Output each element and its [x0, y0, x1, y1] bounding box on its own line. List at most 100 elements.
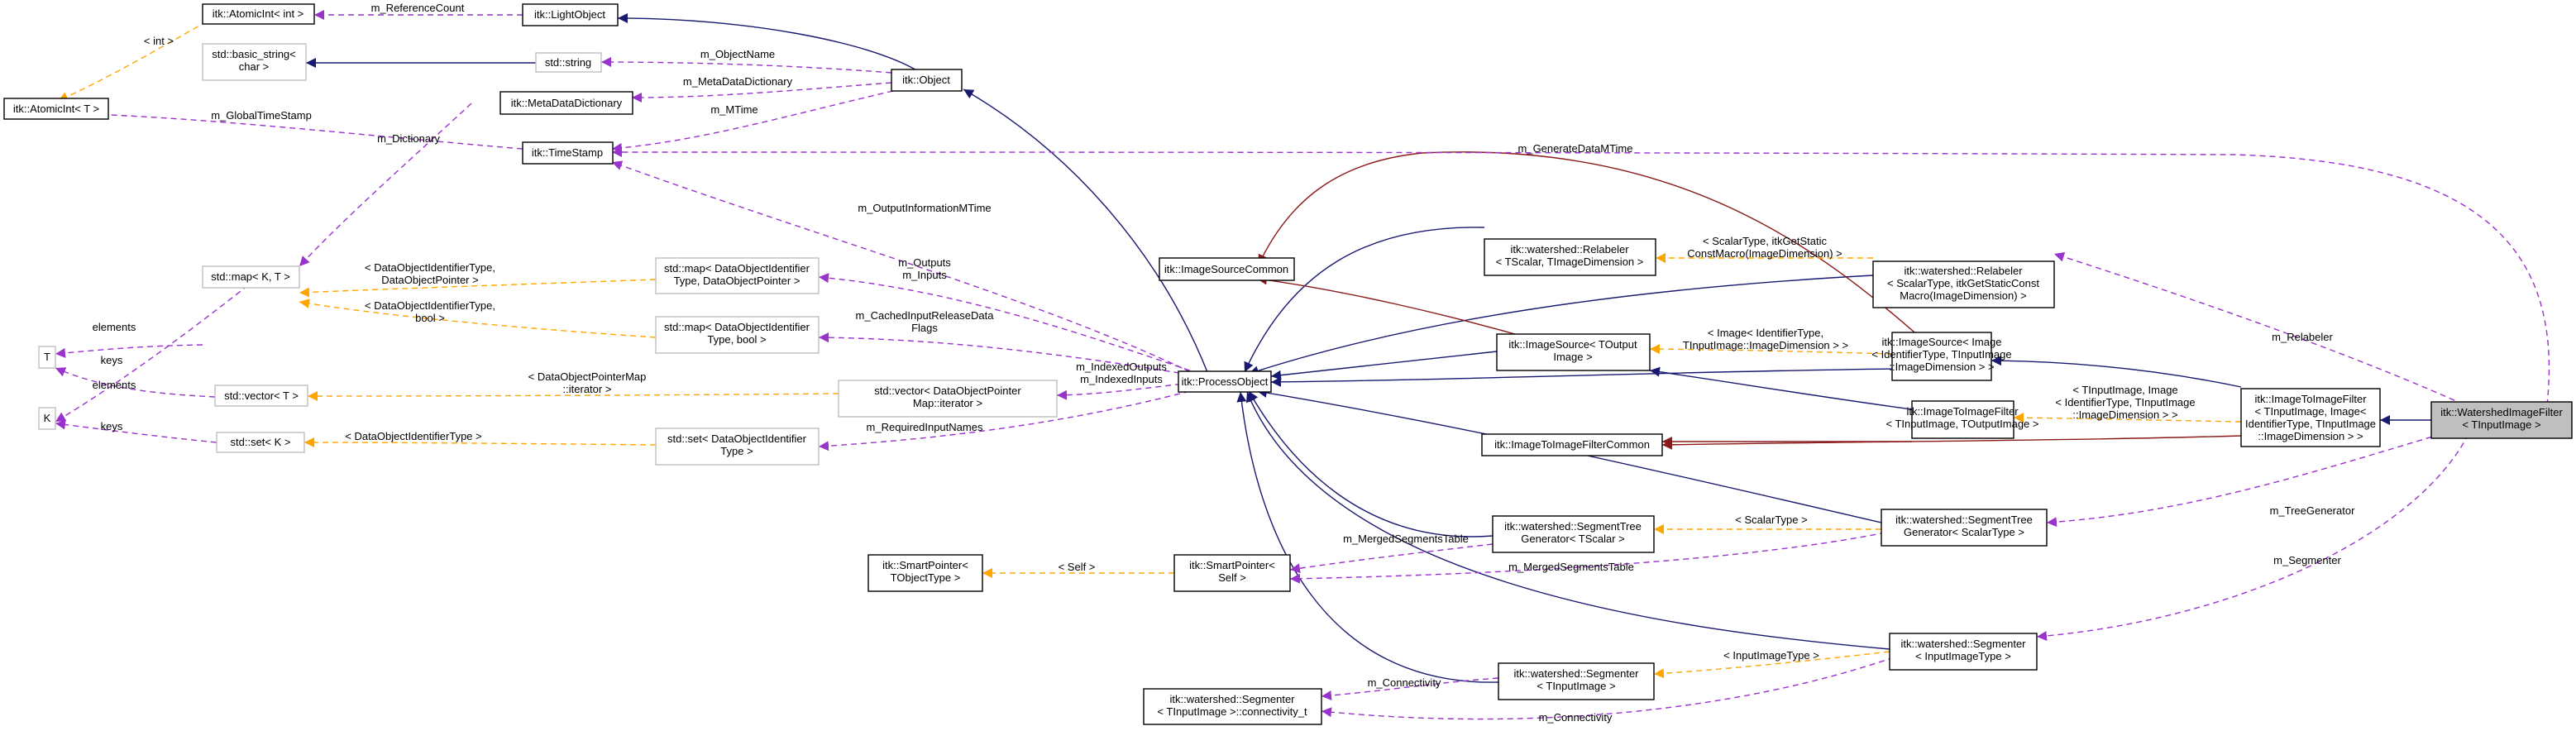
node-k-param[interactable]: K	[38, 407, 56, 430]
node-connectivity-line-1: itk::watershed::Segmenter	[1169, 693, 1295, 705]
node-relabeler-tscalar[interactable]: itk::watershed::Relabeler< TScalar, TIma…	[1484, 238, 1656, 276]
node-connectivity[interactable]: itk::watershed::Segmenter< TInputImage >…	[1143, 688, 1322, 725]
label-elements-map-line-1: elements	[93, 321, 136, 333]
edge-imagesource-image-inherit	[1270, 368, 1893, 387]
edge-atomicint-template	[57, 21, 208, 102]
label-object-name: m_ObjectName	[700, 48, 775, 60]
node-atomicint-int[interactable]: itk::AtomicInt< int >	[202, 3, 315, 25]
edge-stg-scalartype-merged	[1289, 532, 1886, 584]
label-reference-count-line-1: m_ReferenceCount	[371, 2, 465, 14]
node-connectivity-label: itk::watershed::Segmenter< TInputImage >…	[1157, 693, 1307, 718]
label-indexed-line-2: m_IndexedInputs	[1080, 373, 1163, 385]
label-map-bool-args-line-1: < DataObjectIdentifierType,	[365, 299, 495, 312]
node-atomicint-t-line-1: itk::AtomicInt< T >	[13, 103, 99, 115]
node-map-kt-line-1: std::map< K, T >	[211, 270, 290, 283]
edge-watershed-treegenerator	[2046, 428, 2461, 528]
label-keys-map: keys	[101, 354, 123, 366]
node-watershed-filter[interactable]: itk::WatershedImageFilter< TInputImage >	[2430, 401, 2573, 439]
node-segmenter-input[interactable]: itk::watershed::Segmenter< InputImageTyp…	[1889, 633, 2038, 671]
node-atomicint-int-line-1: itk::AtomicInt< int >	[213, 7, 304, 20]
node-vector-dop-line-2: Map::iterator >	[913, 397, 982, 409]
label-elements-map: elements	[93, 321, 136, 333]
node-set-doi-line-2: Type >	[720, 445, 753, 457]
label-relabeler-args-line-2: ConstMacro(ImageDimension) >	[1687, 247, 1842, 260]
node-segmenter-tinput-line-1: itk::watershed::Segmenter	[1513, 667, 1639, 680]
edge-itif-full-private	[1661, 435, 2242, 450]
label-imagesource-args-line-1: < Image< IdentifierType,	[1708, 327, 1823, 339]
node-std-string[interactable]: std::string	[535, 52, 602, 73]
label-vector-args-line-2: ::iterator >	[563, 383, 612, 395]
node-itif-full[interactable]: itk::ImageToImageFilter< TInputImage, Im…	[2240, 388, 2381, 447]
node-metadatadictionary[interactable]: itk::MetaDataDictionary	[499, 91, 633, 115]
edges	[55, 10, 2550, 720]
node-itif-tinput-line-1: itk::ImageToImageFilter	[1906, 405, 2019, 418]
node-smartpointer-self-label: itk::SmartPointer<Self >	[1189, 559, 1275, 584]
node-processobject[interactable]: itk::ProcessObject	[1178, 370, 1272, 393]
label-vector-args-line-1: < DataObjectPointerMap	[528, 370, 647, 383]
node-basic-string[interactable]: std::basic_string<char >	[202, 43, 307, 81]
node-itif-common[interactable]: itk::ImageToImageFilterCommon	[1481, 433, 1663, 456]
node-k-param-label: K	[44, 412, 51, 424]
label-set-args-line-1: < DataObjectIdentifierType >	[345, 430, 481, 442]
node-t-param[interactable]: T	[38, 346, 56, 369]
node-segmenter-tinput[interactable]: itk::watershed::Segmenter< TInputImage >	[1498, 662, 1655, 700]
node-segmenter-tinput-label: itk::watershed::Segmenter< TInputImage >	[1513, 667, 1639, 692]
label-cached-input-line-2: Flags	[911, 322, 938, 334]
node-itif-tinput[interactable]: itk::ImageToImageFilter< TInputImage, TO…	[1885, 400, 2039, 439]
node-object[interactable]: itk::Object	[891, 69, 963, 92]
node-lightobject[interactable]: itk::LightObject	[522, 3, 619, 26]
node-map-kt-label: std::map< K, T >	[211, 270, 290, 283]
edge-imagesource-toutput-inherit	[1270, 351, 1498, 380]
node-relabeler-scalartype-label: itk::watershed::Relabeler< ScalarType, i…	[1887, 265, 2039, 302]
label-reference-count: m_ReferenceCount	[371, 2, 465, 14]
node-relabeler-scalartype[interactable]: itk::watershed::Relabeler< ScalarType, i…	[1872, 260, 2055, 308]
label-itif-args-line-2: < IdentifierType, TInputImage	[2055, 396, 2195, 408]
node-smartpointer-self[interactable]: itk::SmartPointer<Self >	[1173, 554, 1291, 592]
label-map-bool-args: < DataObjectIdentifierType,bool >	[365, 299, 495, 324]
node-timestamp[interactable]: itk::TimeStamp	[522, 141, 614, 165]
node-metadatadictionary-label: itk::MetaDataDictionary	[511, 97, 623, 109]
edge-labels: m_ReferenceCount < int > m_ObjectName m_…	[93, 2, 2355, 724]
label-imagesource-args-line-2: TInputImage::ImageDimension > >	[1683, 339, 1848, 351]
label-map-bool-args-line-2: bool >	[415, 312, 445, 324]
edge-watershed-segmenter	[2036, 433, 2469, 641]
node-set-k[interactable]: std::set< K >	[216, 432, 305, 453]
edge-segmenter-input-inherit	[1245, 391, 1890, 650]
label-vector-args: < DataObjectPointerMap::iterator >	[528, 370, 647, 395]
edge-itif-full-to-imagesource-image	[1991, 356, 2242, 388]
node-itif-tinput-label: itk::ImageToImageFilter< TInputImage, TO…	[1885, 405, 2038, 430]
edge-set-template	[303, 437, 657, 448]
node-atomicint-t[interactable]: itk::AtomicInt< T >	[3, 98, 109, 120]
label-itif-args-line-1: < TInputImage, Image	[2072, 384, 2177, 396]
node-smartpointer-t-label: itk::SmartPointer<TObjectType >	[882, 559, 968, 584]
label-itif-args: < TInputImage, Image< IdentifierType, TI…	[2055, 384, 2195, 421]
edge-set-keys	[55, 419, 217, 443]
label-object-name-line-1: m_ObjectName	[700, 48, 775, 60]
node-vector-t[interactable]: std::vector< T >	[214, 385, 308, 407]
node-smartpointer-t[interactable]: itk::SmartPointer<TObjectType >	[867, 554, 983, 592]
node-itif-full-line-1: itk::ImageToImageFilter	[2254, 393, 2367, 405]
edge-watershed-generatedatamtime	[611, 147, 2550, 406]
label-mtime-line-1: m_MTime	[710, 103, 758, 116]
node-map-kt[interactable]: std::map< K, T >	[202, 265, 300, 289]
edge-imagesourcecommon-inherit	[1244, 227, 1485, 373]
label-mtime: m_MTime	[710, 103, 758, 116]
node-relabeler-scalartype-line-1: itk::watershed::Relabeler	[1904, 265, 2023, 277]
node-imagesource-image[interactable]: itk::ImageSource< Image< IdentifierType,…	[1871, 332, 2012, 381]
node-metadatadictionary-line-1: itk::MetaDataDictionary	[511, 97, 623, 109]
node-set-doi-line-1: std::set< DataObjectIdentifier	[667, 432, 807, 445]
label-segmenter: m_Segmenter	[2273, 554, 2341, 566]
node-itif-full-line-3: IdentifierType, TInputImage	[2245, 418, 2376, 430]
node-imagesourcecommon[interactable]: itk::ImageSourceCommon	[1159, 257, 1295, 281]
